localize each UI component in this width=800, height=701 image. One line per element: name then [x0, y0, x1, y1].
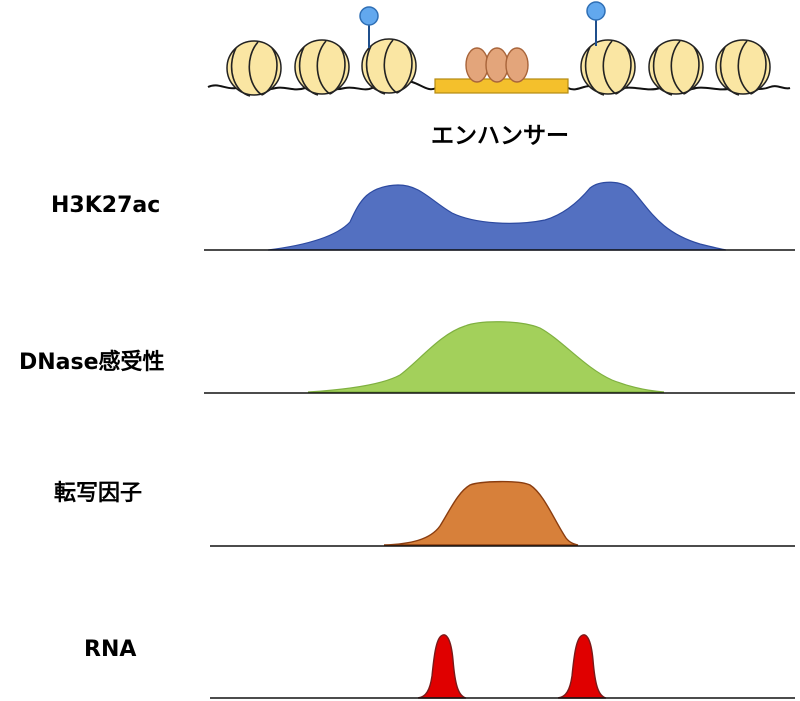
track-label-rna: RNA [84, 637, 136, 662]
nucleosome [361, 38, 417, 95]
nucleosome [715, 39, 771, 96]
nucleosome [226, 40, 282, 97]
track-label-h3k27ac: H3K27ac [51, 193, 160, 218]
signal-h3k27ac [267, 181, 727, 251]
track-h3k27ac: H3K27ac [51, 181, 795, 251]
track-label-dnase: DNase感受性 [19, 349, 165, 375]
acetylation-mark [586, 1, 606, 46]
track-dnase: DNase感受性 [19, 321, 795, 394]
signal-tf [383, 480, 579, 546]
track-tf: 転写因子 [54, 480, 795, 547]
track-rna: RNA [84, 634, 795, 699]
nucleosome [294, 39, 350, 96]
track-label-tf: 転写因子 [54, 480, 142, 506]
nucleosome [648, 39, 704, 96]
signal-rna-peak-left [417, 634, 467, 699]
enhancer-title: エンハンサー [431, 123, 569, 149]
signal-dnase [307, 321, 665, 393]
signal-rna-peak-right [557, 634, 607, 699]
nucleosome [580, 39, 636, 96]
acetylation-mark [359, 6, 379, 48]
transcription-factor-proteins [465, 47, 529, 83]
chromatin-schematic [207, 1, 791, 97]
